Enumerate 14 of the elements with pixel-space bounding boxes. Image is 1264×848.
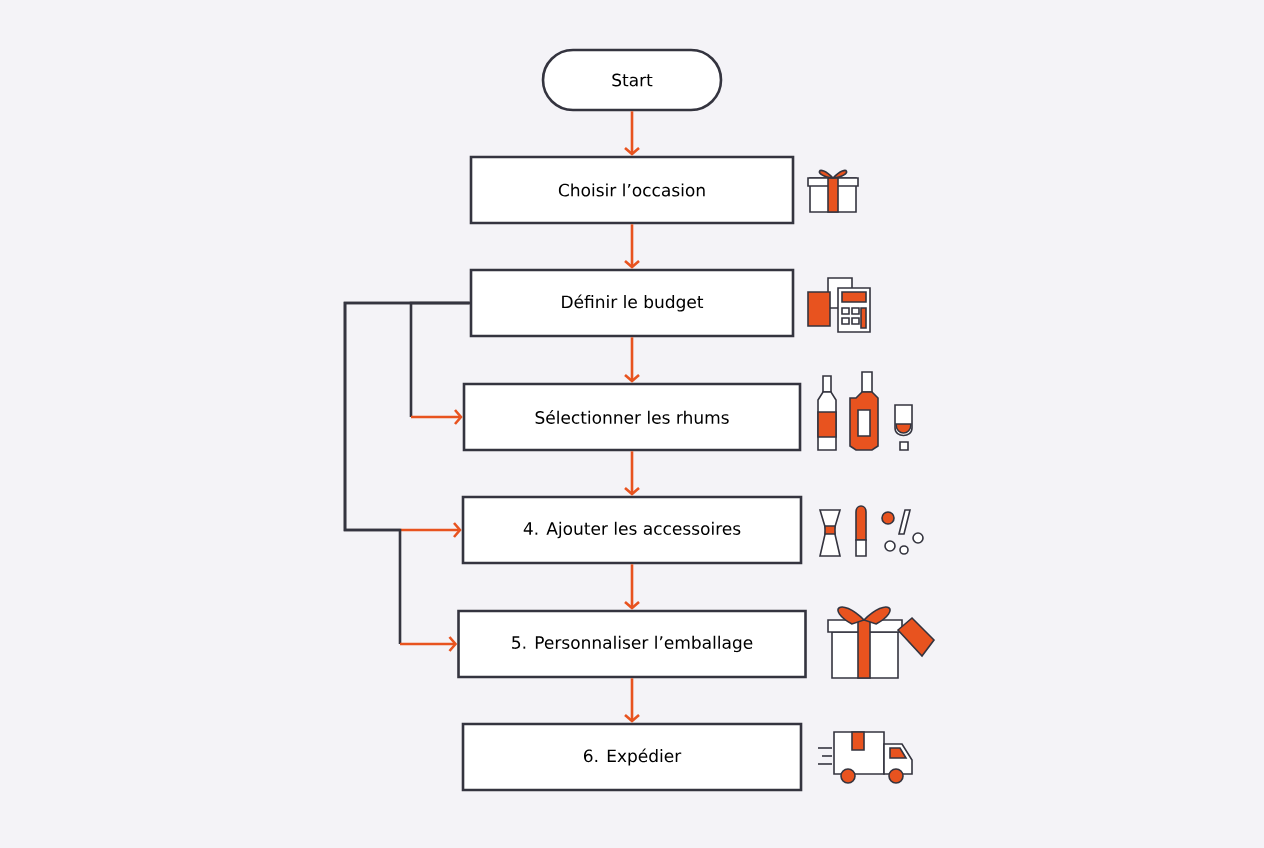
process-box: 5. Personnaliser l’emballage: [457, 609, 807, 679]
arrow: [624, 224, 640, 269]
arrow: [624, 564, 640, 610]
start-terminal: Start: [541, 48, 723, 112]
process-box: Choisir l’occasion: [469, 155, 795, 225]
arrow: [624, 451, 640, 496]
arrow: [624, 337, 640, 383]
process-box: 4. Ajouter les accessoires: [461, 495, 803, 565]
process-box: 6. Expédier: [461, 722, 803, 792]
arrow: [624, 678, 640, 723]
arrow: [624, 111, 640, 156]
process-box: Définir le budget: [469, 268, 795, 338]
process-box: Sélectionner les rhums: [462, 382, 802, 452]
arrow: [343, 301, 470, 652]
